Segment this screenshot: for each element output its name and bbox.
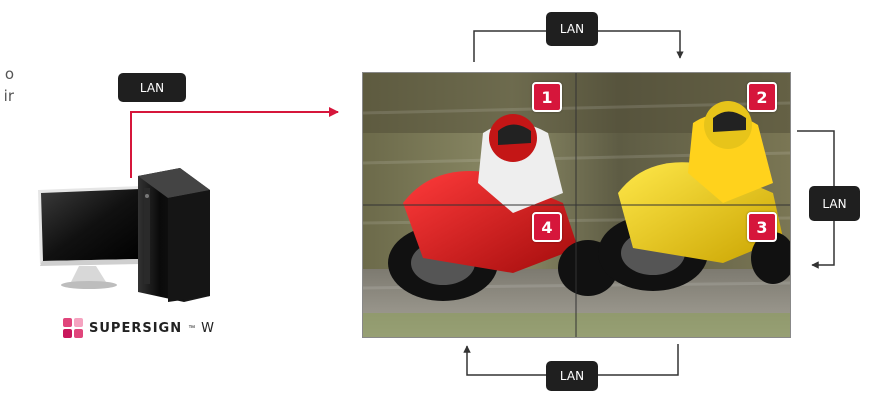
yellow-motorcycle xyxy=(598,101,790,291)
tower-icon xyxy=(138,168,210,302)
lan-label-bottom: LAN xyxy=(546,361,598,391)
brand-suffix: W xyxy=(201,320,214,336)
cropped-text: o ir xyxy=(0,63,14,107)
video-wall-image xyxy=(363,73,790,337)
red-motorcycle xyxy=(388,114,618,301)
brand-trademark: ™ xyxy=(188,324,196,332)
screen-number-4: 4 xyxy=(532,212,562,242)
lan-label-pc: LAN xyxy=(118,73,186,102)
screen-number-2: 2 xyxy=(747,82,777,112)
pc-to-wall-line xyxy=(130,107,339,178)
pc-illustration xyxy=(38,168,210,302)
monitor-icon xyxy=(38,186,144,289)
brand-name: SUPERSIGN xyxy=(89,320,183,336)
video-wall xyxy=(362,72,791,338)
screen-number-3: 3 xyxy=(747,212,777,242)
lan-label-right: LAN xyxy=(809,186,860,221)
brand-logo: SUPERSIGN ™ W xyxy=(63,318,214,338)
cropped-text-line-1: o xyxy=(4,65,14,83)
lan-label-top: LAN xyxy=(546,12,598,46)
supersign-logo-icon xyxy=(63,318,83,338)
cropped-text-line-2: ir xyxy=(3,87,14,105)
screen-number-1: 1 xyxy=(532,82,562,112)
